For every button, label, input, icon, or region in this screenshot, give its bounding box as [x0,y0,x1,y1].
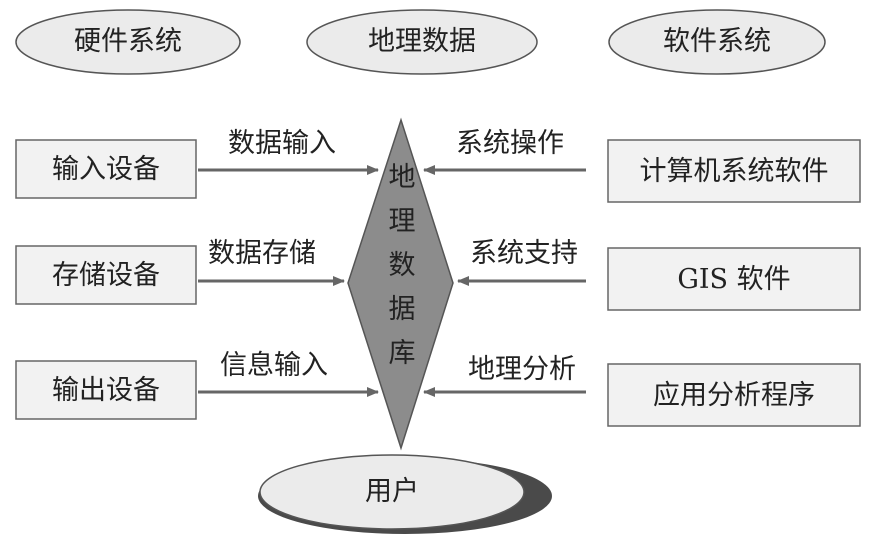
application-analysis-box [607,363,861,427]
user-ellipse [259,454,525,530]
output-device-label: 输出设备 [52,375,160,406]
geo-analysis-label: 地理分析 [468,354,576,385]
storage-device-label: 存储设备 [52,260,160,291]
storage-device-box [15,245,197,305]
geodatabase-diamond [347,117,454,451]
gis-software-box [607,247,861,311]
software-system-label: 软件系统 [663,26,771,57]
hardware-system-label: 硬件系统 [74,26,182,57]
output-device-box [15,360,197,420]
software-system-ellipse [608,9,826,75]
input-device-box [15,139,197,199]
hardware-system-ellipse [15,9,241,75]
system-support-label: 系统支持 [470,238,578,269]
system-operation-label: 系统操作 [456,128,564,159]
geodatabase-label: 地理数据库 [388,162,416,369]
computer-system-software-label: 计算机系统软件 [639,156,829,187]
geodata-ellipse [306,9,538,75]
data-input-label: 数据输入 [228,128,336,159]
data-storage-label: 数据存储 [208,238,316,269]
computer-system-software-box [607,139,861,203]
info-input-label: 信息输入 [220,350,328,381]
gis-software-label: GIS 软件 [677,264,791,295]
input-device-label: 输入设备 [52,154,160,185]
geodata-label: 地理数据 [368,26,476,57]
user-label: 用户 [365,476,419,507]
application-analysis-label: 应用分析程序 [653,380,815,411]
